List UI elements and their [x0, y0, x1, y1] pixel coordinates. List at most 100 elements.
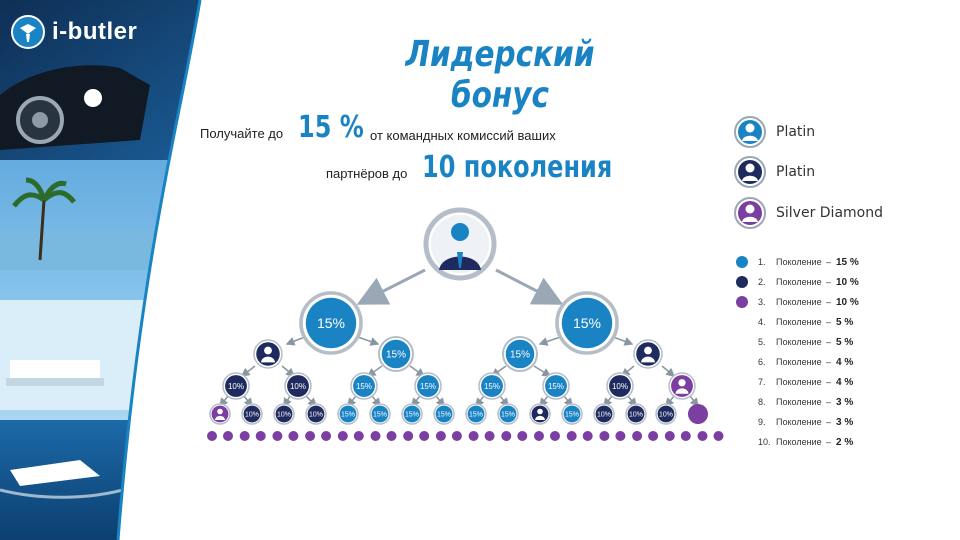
generation-row: 8. Поколение – 3 % — [736, 392, 859, 412]
generation-word: Поколение — [776, 357, 822, 367]
generation-node-dot — [370, 431, 381, 441]
node-percent-label: 15% — [386, 350, 406, 361]
node-percent-label: 10% — [659, 411, 673, 418]
generation-node-dot — [239, 431, 250, 441]
generation-percent: 2 % — [836, 436, 854, 448]
generation-percent: 4 % — [836, 356, 854, 368]
logo-text: i-butler — [52, 18, 138, 45]
level4-node: 10% — [273, 403, 295, 425]
level4-node: 15% — [433, 403, 455, 425]
brand-logo: i-butler — [10, 14, 137, 50]
generation-node-dot — [468, 431, 479, 441]
generation-number: 2. — [758, 277, 766, 287]
generation-percent: 3 % — [836, 416, 854, 428]
level4-node: 15% — [497, 403, 519, 425]
node-percent-label: 10% — [277, 411, 291, 418]
intro-generations: 10 поколения — [422, 150, 613, 185]
tree-arrow — [356, 268, 426, 305]
generation-node-dot — [501, 431, 512, 441]
generation-node-dot — [599, 431, 610, 441]
level3-node: 15% — [350, 372, 378, 400]
node-percent-label: 10% — [290, 382, 306, 391]
level4-node: 10% — [593, 403, 615, 425]
node-percent-label: 15% — [510, 350, 530, 361]
generation-word: Поколение — [776, 397, 822, 407]
generation-node-dot — [582, 431, 593, 441]
level4-node: 15% — [369, 403, 391, 425]
level3-node: 10% — [284, 372, 312, 400]
generation-list: 1. Поколение – 15 % 2. Поколение – 10 % … — [736, 252, 859, 452]
generation-node-dot — [688, 404, 708, 424]
generation-dash: – — [826, 317, 832, 327]
generation-dash: – — [826, 377, 832, 387]
level4-node: 15% — [401, 403, 423, 425]
generation-dash: – — [826, 437, 832, 447]
generation-dash: – — [826, 417, 832, 427]
rank-label: Platin — [776, 124, 816, 140]
generation-node-dot — [223, 431, 233, 441]
generation-node-dot — [484, 431, 495, 441]
generation-dash: – — [826, 297, 832, 307]
intro-text-2: от командных комиссий ваших — [370, 128, 556, 143]
generation-node-dot — [305, 431, 316, 441]
generation-node-dot — [713, 431, 724, 441]
node-percent-label: 15% — [420, 382, 436, 391]
generation-number: 4. — [758, 317, 766, 327]
generation-number: 6. — [758, 357, 766, 367]
level3-node: 15% — [478, 372, 506, 400]
generation-node-dot — [207, 431, 217, 441]
generation-node-dot — [288, 431, 299, 441]
page-title: Лидерский бонус — [405, 34, 595, 116]
node-percent-label: 15% — [341, 411, 355, 418]
person-icon — [529, 403, 551, 425]
generation-row: 10. Поколение – 2 % — [736, 432, 859, 452]
generation-word: Поколение — [776, 317, 822, 327]
generation-node-dot — [451, 431, 462, 441]
node-percent-label: 15% — [317, 315, 345, 331]
generation-percent: 3 % — [836, 396, 854, 408]
generation-percent: 15 % — [836, 256, 859, 268]
generation-number: 5. — [758, 337, 766, 347]
generation-number: 8. — [758, 397, 766, 407]
intro-text-3: партнёров до — [326, 166, 408, 181]
node-percent-label: 10% — [629, 411, 643, 418]
generation-node-dot — [419, 431, 430, 441]
generation-number: 10. — [758, 437, 771, 447]
tree-arrow — [661, 365, 676, 377]
person-icon — [209, 403, 231, 425]
level4-node: 10% — [625, 403, 647, 425]
generation-number: 7. — [758, 377, 766, 387]
generation-word: Поколение — [776, 277, 822, 287]
butler-logo-icon — [11, 15, 45, 49]
generation-dash: – — [826, 257, 832, 267]
generation-number: 3. — [758, 297, 766, 307]
generation-percent: 5 % — [836, 336, 854, 348]
node-percent-label: 15% — [356, 382, 372, 391]
generation-node-dot — [648, 431, 659, 441]
level1-node: 15% — [299, 291, 363, 355]
level4-node: 15% — [465, 403, 487, 425]
generation-dash: – — [826, 337, 832, 347]
level3-node: 10% — [222, 372, 250, 400]
level3-node: 15% — [414, 372, 442, 400]
generation-node-dot — [403, 431, 414, 441]
generation-percent: 4 % — [836, 376, 854, 388]
person-icon — [633, 339, 663, 369]
generation-node-dot — [272, 431, 283, 441]
generation-node-dot — [566, 431, 577, 441]
generation-percent: 10 % — [836, 276, 859, 288]
generation-row: 6. Поколение – 4 % — [736, 352, 859, 372]
generation-node-dot — [435, 431, 446, 441]
generation-row: 2. Поколение – 10 % — [736, 272, 859, 292]
generation-dot — [736, 256, 748, 268]
generation-word: Поколение — [776, 257, 822, 267]
person-icon — [253, 339, 283, 369]
generation-dash: – — [826, 357, 832, 367]
node-percent-label: 15% — [573, 315, 601, 331]
generation-node-dot — [353, 431, 364, 441]
generation-row: 9. Поколение – 3 % — [736, 412, 859, 432]
rank-item: Silver Diamond — [734, 197, 883, 229]
node-percent-label: 10% — [597, 411, 611, 418]
